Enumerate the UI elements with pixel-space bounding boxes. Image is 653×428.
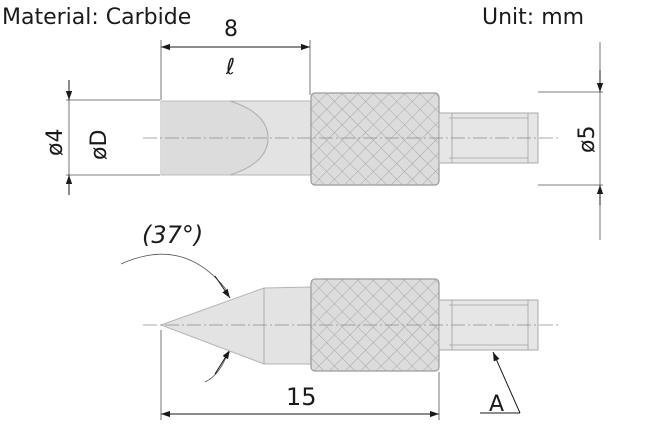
bottom-stylus-view: (37°) 15 A (120, 221, 560, 420)
thread-ref-label: A (489, 392, 504, 417)
dia-tip-label: ø4 (43, 129, 68, 156)
dia-symbol-label: øD (87, 130, 112, 160)
length-symbol: ℓ (225, 55, 235, 80)
angle-label: (37°) (142, 221, 203, 249)
material-label: Material: Carbide (2, 5, 191, 30)
top-stylus-view: 8 ℓ ø4 øD ø5 (43, 17, 604, 240)
conical-tip (159, 286, 312, 365)
length-value: 8 (224, 17, 238, 42)
thread-leader (492, 351, 521, 414)
unit-label: Unit: mm (482, 5, 584, 30)
overall-length-value: 15 (286, 383, 317, 411)
dia-shank-label: ø5 (575, 126, 600, 153)
knurled-sleeve (310, 92, 440, 186)
